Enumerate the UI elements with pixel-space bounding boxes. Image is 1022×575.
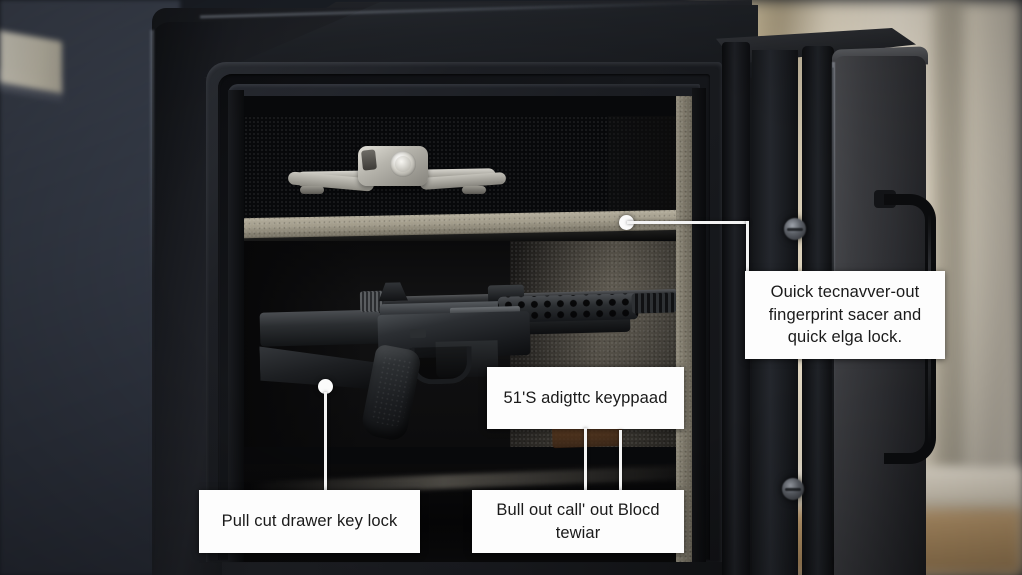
carpet-texture [676,96,692,562]
callout-keypad: 51'S adigttc keyppaad [487,367,684,429]
callout-fingerprint: Ouick tecnavver-out fingerprint sacer an… [745,271,945,359]
door-screw-upper-icon [784,218,806,240]
callout-keypad-text: 51'S adigttc keyppaad [503,388,668,407]
safe-left-edge-highlight [150,30,154,575]
callout-dot-drawer [318,379,333,394]
silver-object-notch [360,149,378,171]
callout-bolt: Bull out call' out Blocd tewiar [472,490,684,553]
callout-bolt-text: Bull out call' out Blocd tewiar [496,500,660,542]
rifle-pistol-grip [359,343,423,443]
callout-leader-drawer-vertical [324,392,327,492]
callout-dot-fingerprint [619,215,634,230]
door-screw-lower-icon [782,478,804,500]
callout-leader-fingerprint-horizontal [627,221,749,224]
interior-left-jamb [228,90,244,562]
rifle-stock [259,309,391,347]
callout-drawer-text: Pull cut drawer key lock [221,512,398,531]
interior-right-carpet-strip [676,96,692,562]
silver-object-left-foot [300,186,324,194]
silver-object-dial [390,151,416,177]
silver-handgun-object [287,142,507,198]
callout-fingerprint-text: Ouick tecnavver-out fingerprint sacer an… [768,282,922,347]
callout-leader-fingerprint-vertical [746,221,749,273]
callout-leader-bolt-vertical [619,430,622,492]
silver-object-right-foot [462,186,486,194]
rifle-bolt-release [409,328,427,339]
rifle-grip-texture [370,354,415,428]
interior-right-jamb [692,88,706,562]
left-wall-light-trim [0,30,62,94]
rifle-muzzle-device [631,292,677,314]
callout-drawer: Pull cut drawer key lock [199,490,420,553]
callout-leader-keypad-vertical [584,428,587,492]
right-wall-column [934,0,964,470]
